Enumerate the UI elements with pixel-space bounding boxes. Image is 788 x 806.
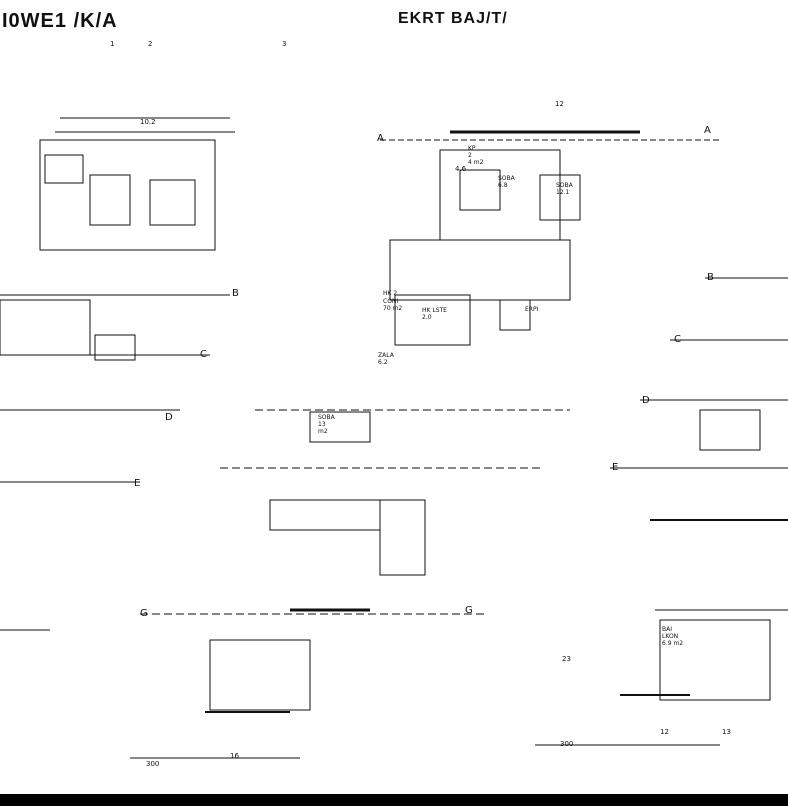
section-marker: B — [232, 288, 239, 299]
dimension-label: 2 — [148, 40, 153, 48]
section-marker: E — [134, 478, 141, 489]
room-label: HK 2 — [383, 290, 398, 297]
dimension-label: 12 — [555, 100, 564, 108]
dimension-label: 1 — [110, 40, 115, 48]
section-marker: B — [707, 272, 714, 283]
section-marker: C — [674, 334, 681, 345]
dimension-label: 3 — [282, 40, 287, 48]
plan-title-right: EKRT BAJ/T/ — [398, 10, 508, 27]
dimension-label: 16 — [230, 752, 239, 760]
dimension-label: 23 — [562, 655, 571, 663]
section-marker: A — [377, 133, 384, 144]
section-marker: D — [165, 412, 173, 423]
dimension-label: 12 — [660, 728, 669, 736]
plan-title-left: I0WE1 /K/A — [2, 10, 118, 32]
section-marker: A — [704, 125, 711, 136]
section-marker: G — [140, 608, 148, 619]
dimension-label: 4.6 — [455, 165, 467, 173]
dimension-label: 13 — [722, 728, 731, 736]
dimension-label: 300 — [146, 760, 160, 768]
dimension-label: 10.2 — [140, 118, 156, 126]
section-marker: D — [642, 395, 650, 406]
section-marker: E — [612, 462, 619, 473]
room-label: ERPI — [525, 306, 539, 313]
bottom-border-bar — [0, 794, 788, 806]
section-marker: G — [465, 605, 473, 616]
dimension-label: 300 — [560, 740, 574, 748]
section-marker: C — [200, 349, 207, 360]
